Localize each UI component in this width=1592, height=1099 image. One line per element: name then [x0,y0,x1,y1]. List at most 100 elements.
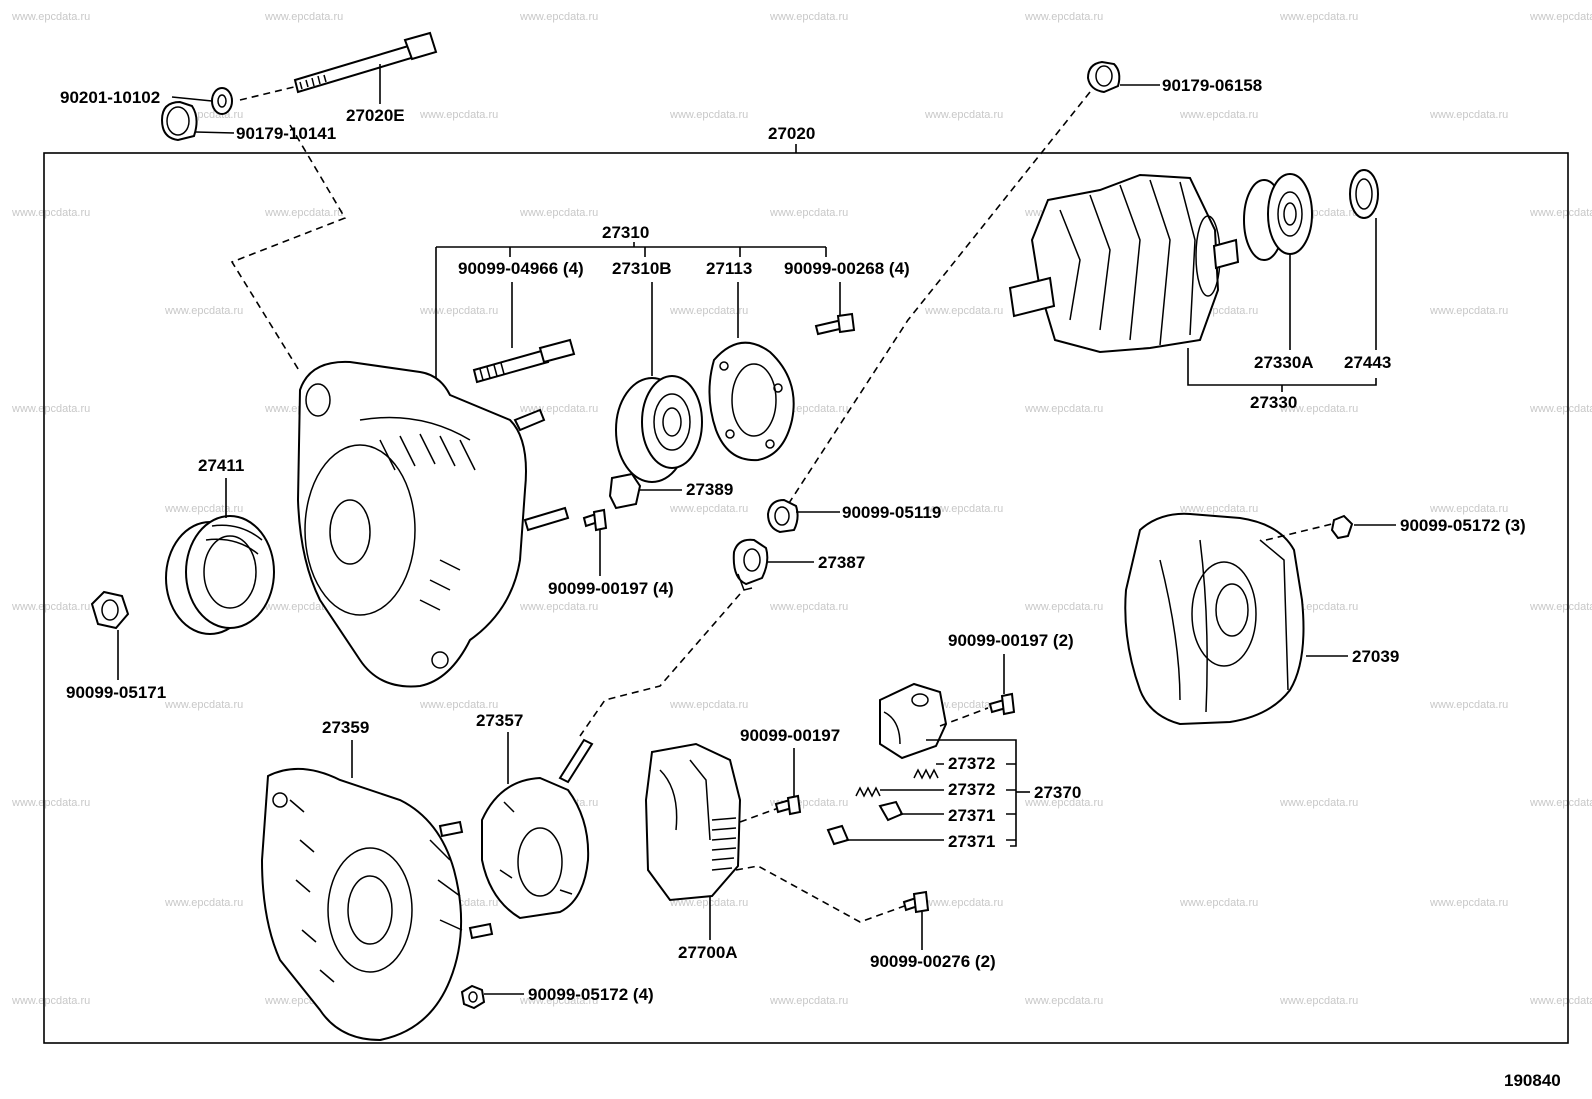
screw-part [814,312,856,336]
part-label-27020: 27020 [768,124,815,143]
watermark: www.epcdata.ru [1179,109,1258,121]
watermark: www.epcdata.ru [164,699,243,711]
screw-part [774,794,802,816]
screw-part [988,692,1016,716]
nut-part [1330,514,1354,540]
part-label-90099-00197: 90099-00197 [740,726,840,745]
part-label-27389: 27389 [686,480,733,499]
watermark: www.epcdata.ru [11,11,90,23]
watermark: www.epcdata.ru [1024,403,1103,415]
leader-bracket [926,739,1017,847]
rear-cover-part [1124,512,1305,726]
watermark: www.epcdata.ru [519,207,598,219]
part-label-90099-05119: 90099-05119 [842,503,941,522]
rectifier-end-frame-part [260,767,494,1042]
watermark: www.epcdata.ru [669,305,748,317]
watermark: www.epcdata.ru [1529,797,1592,809]
rotor-part [1008,173,1240,354]
rotor-bearing-part [1243,173,1313,261]
part-label-90099-05172-4: 90099-05172 (4) [528,985,654,1004]
washer-part [211,87,233,115]
watermark: www.epcdata.ru [1179,503,1258,515]
assembly-boundary-frame [43,152,1569,1044]
part-label-90099-00276: 90099-00276 (2) [870,952,996,971]
part-label-27372: 27372 [948,754,995,773]
watermark: www.epcdata.ru [1429,897,1508,909]
brush-holder-part [879,682,948,760]
part-label-27700a: 27700A [678,943,738,962]
watermark: www.epcdata.ru [11,403,90,415]
part-label-90099-00197-2: 90099-00197 (2) [948,631,1074,650]
leader-line [939,707,989,727]
watermark: www.epcdata.ru [1279,995,1358,1007]
watermark: www.epcdata.ru [669,503,748,515]
watermark: www.epcdata.ru [1024,797,1103,809]
leader-line [230,124,347,373]
part-label-27310: 27310 [602,223,649,242]
watermark: www.epcdata.ru [769,601,848,613]
watermark: www.epcdata.ru [1429,503,1508,515]
pulley-part [165,515,275,635]
cap-nut-part [1086,60,1121,94]
watermark: www.epcdata.ru [519,995,598,1007]
part-label-27020e: 27020E [346,106,405,125]
watermark: www.epcdata.ru [164,305,243,317]
brush-part [878,800,904,822]
part-label-90179-06158: 90179-06158 [1162,76,1262,95]
screw-part [582,508,608,532]
screw-part [902,890,930,914]
watermark: www.epcdata.ru [924,503,1003,515]
leader-line [195,131,235,134]
watermark: www.epcdata.ru [264,11,343,23]
part-label-27357: 27357 [476,711,523,730]
leader-line [239,85,299,101]
watermark: www.epcdata.ru [264,207,343,219]
part-label-27359: 27359 [322,718,369,737]
stud-bolt-part [472,338,576,384]
watermark: www.epcdata.ru [164,897,243,909]
part-label-90099-00268: 90099-00268 (4) [784,259,910,278]
watermark: www.epcdata.ru [1429,305,1508,317]
watermark: www.epcdata.ru [1529,207,1592,219]
watermark: www.epcdata.ru [669,699,748,711]
watermark: www.epcdata.ru [1279,797,1358,809]
terminal-insulator-part [608,472,642,510]
nut-part [460,984,486,1010]
part-label-27330: 27330 [1250,393,1297,412]
watermark: www.epcdata.ru [1024,11,1103,23]
terminal-bushing-part [732,538,769,591]
part-label-27039: 27039 [1352,647,1399,666]
hex-nut-part [90,590,130,630]
part-label-90099-05172-3: 90099-05172 (3) [1400,516,1526,535]
leader-line [735,865,911,923]
watermark: www.epcdata.ru [769,11,848,23]
part-label-27372: 27372 [948,780,995,799]
watermark: www.epcdata.ru [11,601,90,613]
part-label-90099-05171: 90099-05171 [66,683,166,702]
watermark: www.epcdata.ru [1429,699,1508,711]
bearing-part [615,375,703,483]
part-label-90099-04966: 90099-04966 (4) [458,259,584,278]
part-label-27310b: 27310B [612,259,672,278]
part-label-27330a: 27330A [1254,353,1314,372]
regulator-part [644,742,742,902]
watermark: www.epcdata.ru [1529,403,1592,415]
part-label-90179-10141: 90179-10141 [236,124,336,143]
brush-part [826,824,850,846]
watermark: www.epcdata.ru [11,207,90,219]
watermark: www.epcdata.ru [669,109,748,121]
watermark: www.epcdata.ru [519,601,598,613]
part-label-27411: 27411 [198,456,244,475]
leader-line [579,593,741,737]
part-label-27113: 27113 [706,259,752,278]
watermark: www.epcdata.ru [924,897,1003,909]
watermark: www.epcdata.ru [769,995,848,1007]
part-label-27443: 27443 [1344,353,1391,372]
watermark: www.epcdata.ru [769,207,848,219]
watermark-layer: www.epcdata.ru www.epcdata.ru www.epcdat… [11,11,1592,1007]
part-label-90201-10102: 90201-10102 [60,88,160,107]
watermark: www.epcdata.ru [1279,403,1358,415]
cap-nut-part [766,498,799,534]
brush-spring-part [855,786,881,798]
